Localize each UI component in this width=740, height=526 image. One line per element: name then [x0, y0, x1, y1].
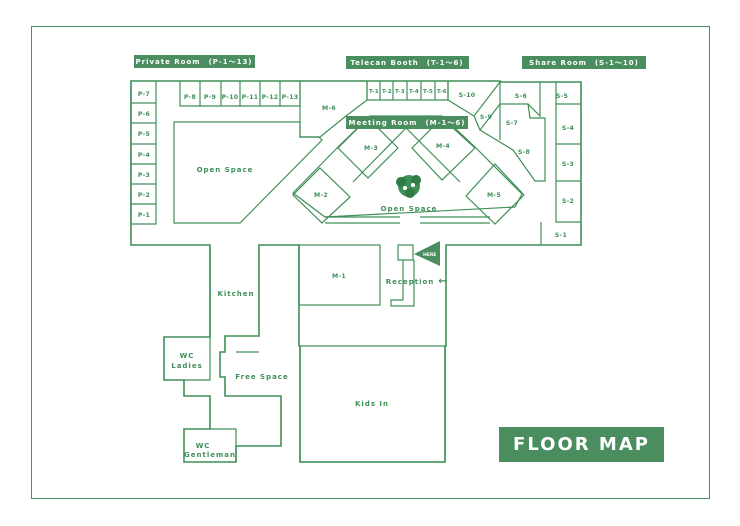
wc-ladies-label-2: Ladies: [171, 362, 203, 370]
open-space-center-label: Open Space: [381, 205, 438, 213]
arrow-left-icon: ←: [438, 276, 447, 287]
room-s4: S-4: [562, 125, 575, 132]
room-p12: P-12: [262, 94, 279, 101]
open-space-left-label: Open Space: [197, 166, 254, 174]
m2-room: [292, 167, 351, 224]
room-m5: M-5: [487, 192, 501, 199]
reception-label: Reception: [386, 278, 435, 286]
room-p5: P-5: [138, 131, 150, 138]
room-s3: S-3: [562, 161, 574, 168]
center-hall: [352, 127, 461, 183]
here-marker-icon: HERE: [414, 241, 440, 266]
private-room-header: Private Room (P-1～13): [134, 55, 255, 68]
wc-ladies-label-1: WC: [180, 352, 195, 360]
map-frame: [31, 26, 710, 499]
room-t3: T-3: [395, 89, 405, 95]
floor-map-title: FLOOR MAP: [499, 427, 664, 462]
room-p11: P-11: [242, 94, 259, 101]
room-s9: S-9: [480, 114, 492, 121]
room-s8: S-8: [518, 149, 530, 156]
telecan-booth-header-text: Telecan Booth (T-1～6): [350, 59, 463, 67]
kitchen-label: Kitchen: [217, 290, 254, 298]
room-t2: T-2: [382, 89, 392, 95]
meeting-room-header-text: Meeting Room (M-1～6): [349, 119, 466, 127]
room-p2: P-2: [138, 192, 150, 199]
room-s1: S-1: [555, 232, 567, 239]
room-m2: M-2: [314, 192, 328, 199]
room-p4: P-4: [138, 152, 151, 159]
room-p7: P-7: [138, 91, 150, 98]
share-room-header-text: Share Room (S-1～10): [529, 59, 639, 67]
wc-ladies-area: [184, 337, 211, 381]
tree-icon: [396, 175, 421, 198]
reception-desk: [390, 244, 415, 307]
wc-gentleman-label-2: Gentleman: [184, 451, 236, 459]
wc-gentleman-area: [210, 428, 237, 462]
room-s10: S-10: [459, 92, 476, 99]
private-rooms-left: [130, 81, 157, 225]
room-t1: T-1: [369, 89, 379, 95]
kids-in-label: Kids In: [355, 400, 389, 408]
room-t5: T-5: [423, 89, 433, 95]
room-s5: S-5: [556, 93, 568, 100]
room-p1: P-1: [138, 212, 150, 219]
room-m6: M-6: [322, 105, 336, 112]
share-rooms: [479, 82, 581, 245]
room-m1: M-1: [332, 273, 346, 280]
room-p13: P-13: [282, 94, 299, 101]
room-t4: T-4: [409, 89, 419, 95]
m1-room: [298, 244, 381, 306]
room-s6: S-6: [515, 93, 527, 100]
room-p3: P-3: [138, 172, 150, 179]
telecan-booths: [366, 81, 449, 101]
m5-room: [465, 163, 525, 225]
corridor-wall: [325, 216, 490, 224]
room-p9: P-9: [204, 94, 216, 101]
kids-in-area: [299, 345, 446, 463]
s10-room: [447, 81, 501, 117]
room-s2: S-2: [562, 198, 574, 205]
room-t6: T-6: [437, 89, 447, 95]
s9-room: [473, 82, 501, 132]
telecan-booth-header: Telecan Booth (T-1～6): [346, 56, 469, 69]
here-label: HERE: [423, 252, 436, 258]
private-room-header-text: Private Room (P-1～13): [135, 58, 252, 66]
wc-gentleman-label-1: WC: [196, 442, 211, 450]
share-room-header: Share Room (S-1～10): [522, 56, 646, 69]
room-p8: P-8: [184, 94, 196, 101]
room-m3: M-3: [364, 145, 378, 152]
room-s7: S-7: [506, 120, 518, 127]
free-space-label: Free Space: [235, 373, 288, 381]
room-p6: P-6: [138, 111, 150, 118]
room-p10: P-10: [222, 94, 239, 101]
meeting-room-header: Meeting Room (M-1～6): [346, 116, 468, 129]
room-m4: M-4: [436, 143, 450, 150]
